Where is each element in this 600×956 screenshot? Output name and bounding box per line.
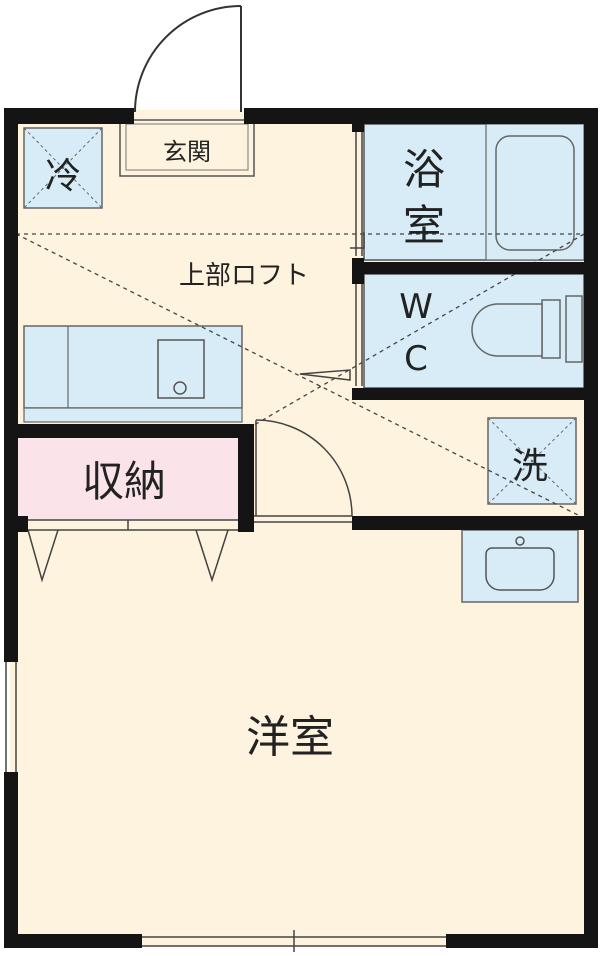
western-room-label: 洋室 xyxy=(246,712,334,763)
walls xyxy=(4,108,598,948)
storage xyxy=(18,438,238,520)
bottom-window xyxy=(142,930,446,952)
room-doors xyxy=(254,132,365,523)
bathroom-label-1: 浴 xyxy=(403,145,445,194)
entrance-area xyxy=(119,119,255,177)
loft-label: 上部ロフト xyxy=(179,261,309,291)
storage-doors xyxy=(27,519,238,583)
side-window xyxy=(5,662,17,772)
entrance-label: 玄関 xyxy=(163,138,211,166)
kitchen-sink xyxy=(157,339,205,399)
storage-label: 収納 xyxy=(82,457,166,506)
wc-label-2: C xyxy=(404,339,428,379)
wc-label-1: W xyxy=(399,287,433,327)
washer-label: 洗 xyxy=(512,446,548,487)
entrance-door xyxy=(134,5,242,113)
kitchen-counter xyxy=(23,325,243,409)
bathroom-label-2: 室 xyxy=(403,201,445,250)
toilet xyxy=(471,295,583,363)
fridge-label: 冷 xyxy=(45,156,81,197)
